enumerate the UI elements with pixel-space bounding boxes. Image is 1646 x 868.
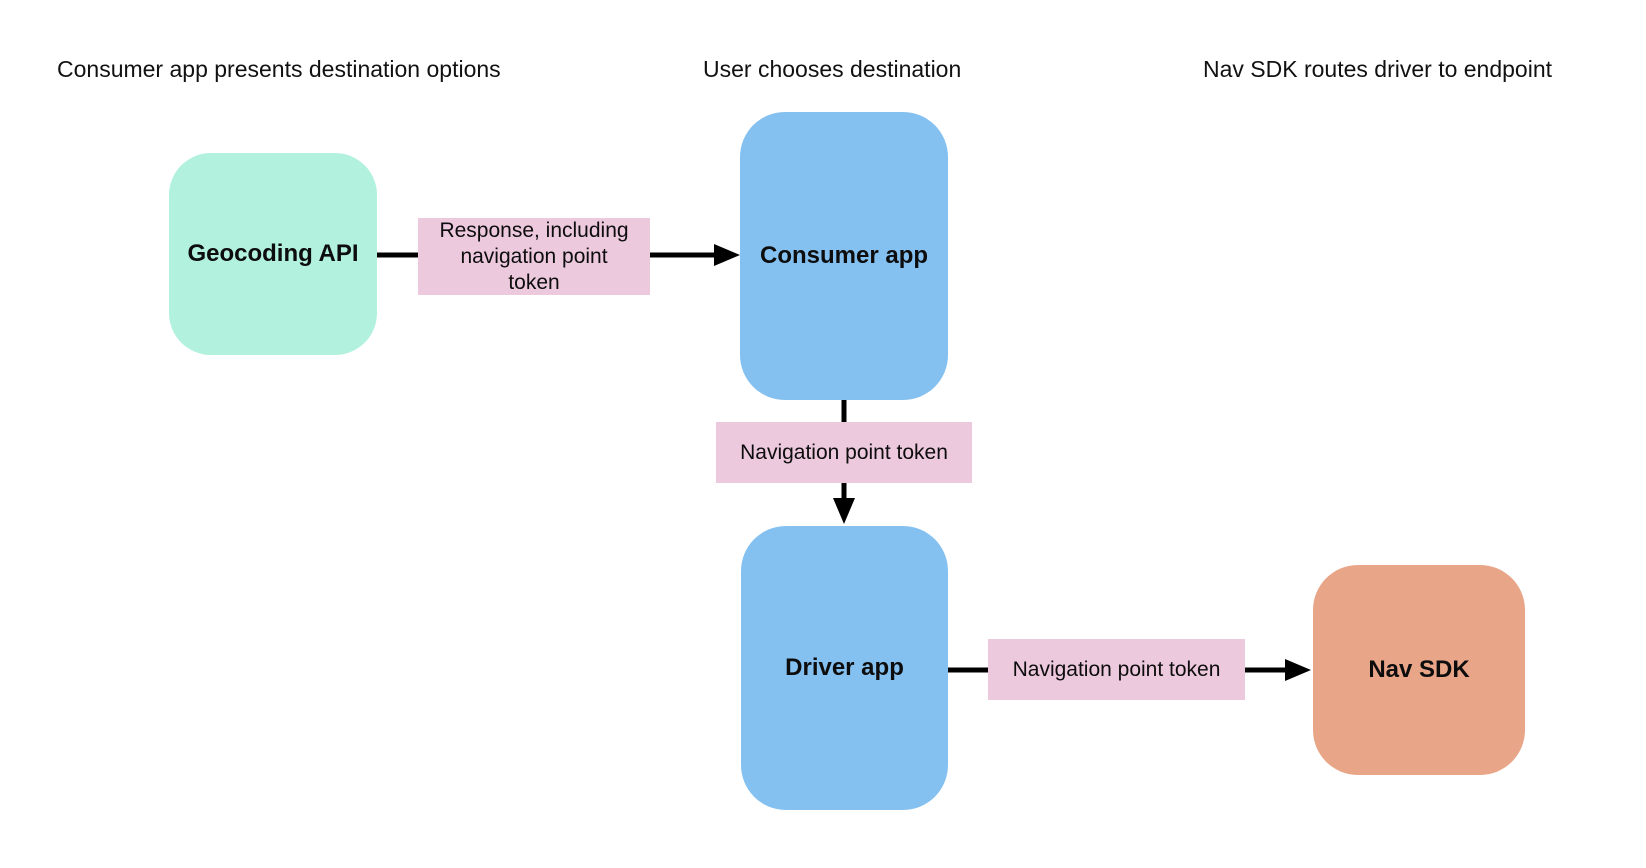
- node-geocoding-api-label: Geocoding API: [187, 240, 359, 267]
- edge-label-navigation-point-token-consumer-to-driver: Navigation point token: [716, 422, 972, 483]
- column-header-navsdk-routes: Nav SDK routes driver to endpoint: [1203, 56, 1553, 82]
- node-driver-app-label: Driver app: [785, 654, 904, 681]
- node-consumer-app-label: Consumer app: [759, 242, 929, 269]
- edge-label-text: Navigation point token: [740, 440, 948, 464]
- arrow-consumer-to-driver-head: [833, 498, 855, 524]
- column-header-user-chooses: User chooses destination: [703, 56, 962, 82]
- arrow-geocoding-to-consumer-head: [714, 244, 740, 266]
- node-consumer-app: Consumer app: [740, 112, 948, 400]
- node-geocoding-api: Geocoding API: [169, 153, 377, 355]
- edge-label-text: Navigation point token: [1012, 657, 1221, 681]
- edge-label-response-including-navigation-point-token: Response, including navigation point tok…: [418, 218, 650, 295]
- node-nav-sdk: Nav SDK: [1313, 565, 1525, 775]
- node-nav-sdk-label: Nav SDK: [1368, 656, 1470, 683]
- edge-label-text: Response, including navigation point tok…: [439, 218, 629, 294]
- column-header-consumer-presents: Consumer app presents destination option…: [57, 56, 501, 82]
- node-driver-app: Driver app: [741, 526, 948, 810]
- edge-label-navigation-point-token-driver-to-navsdk: Navigation point token: [988, 639, 1245, 700]
- arrow-driver-to-navsdk-head: [1285, 659, 1311, 681]
